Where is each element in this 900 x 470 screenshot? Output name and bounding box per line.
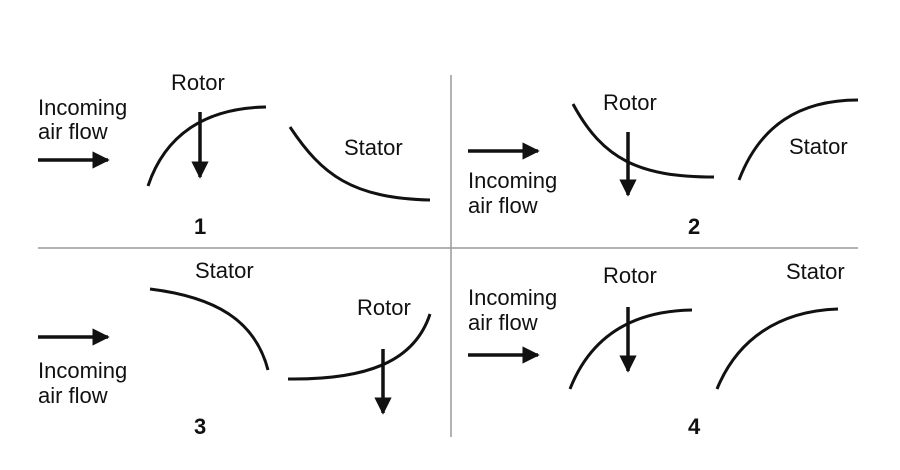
panel-4-rotor-blade xyxy=(568,308,693,390)
panel-1-drawing xyxy=(38,105,431,202)
panel-1-stator-blade xyxy=(288,126,431,202)
panel-2-stator-blade xyxy=(737,98,859,181)
panel-4-drawing xyxy=(468,307,839,390)
panel-1-number: 1 xyxy=(194,214,207,239)
panel-3-flow-label-line2: air flow xyxy=(38,383,108,408)
panel-3-stator-label: Stator xyxy=(195,258,254,283)
panel-2-flow-label-line1: Incoming xyxy=(468,168,558,193)
panel-2-flow-label-line2: air flow xyxy=(468,193,538,218)
panel-2-number: 2 xyxy=(688,214,701,239)
panel-2-rotor-label: Rotor xyxy=(603,90,657,115)
panel-1-rotor-label: Rotor xyxy=(171,70,225,95)
panel-4-flow-label-line2: air flow xyxy=(468,310,538,335)
panel-4-rotor-label: Rotor xyxy=(603,263,657,288)
panel-4-stator-blade xyxy=(715,307,839,390)
panel-3-rotor-label: Rotor xyxy=(357,295,411,320)
panel-3-drawing xyxy=(38,287,432,415)
panel-4-stator-label: Stator xyxy=(786,259,845,284)
panel-1-flow-label-line1: Incoming xyxy=(38,95,128,120)
panel-3-stator-blade xyxy=(149,287,270,371)
panel-1-rotor-blade xyxy=(146,105,267,187)
panel-4-number: 4 xyxy=(688,414,701,439)
panel-3-flow-label-line1: Incoming xyxy=(38,358,128,383)
panel-1-stator-label: Stator xyxy=(344,135,403,160)
panel-3-rotor-blade xyxy=(287,313,432,381)
panel-2-stator-label: Stator xyxy=(789,134,848,159)
panel-1-flow-label-line2: air flow xyxy=(38,119,108,144)
panel-4-flow-label-line1: Incoming xyxy=(468,285,558,310)
panel-2-drawing xyxy=(468,98,859,197)
panel-3-number: 3 xyxy=(194,414,207,439)
